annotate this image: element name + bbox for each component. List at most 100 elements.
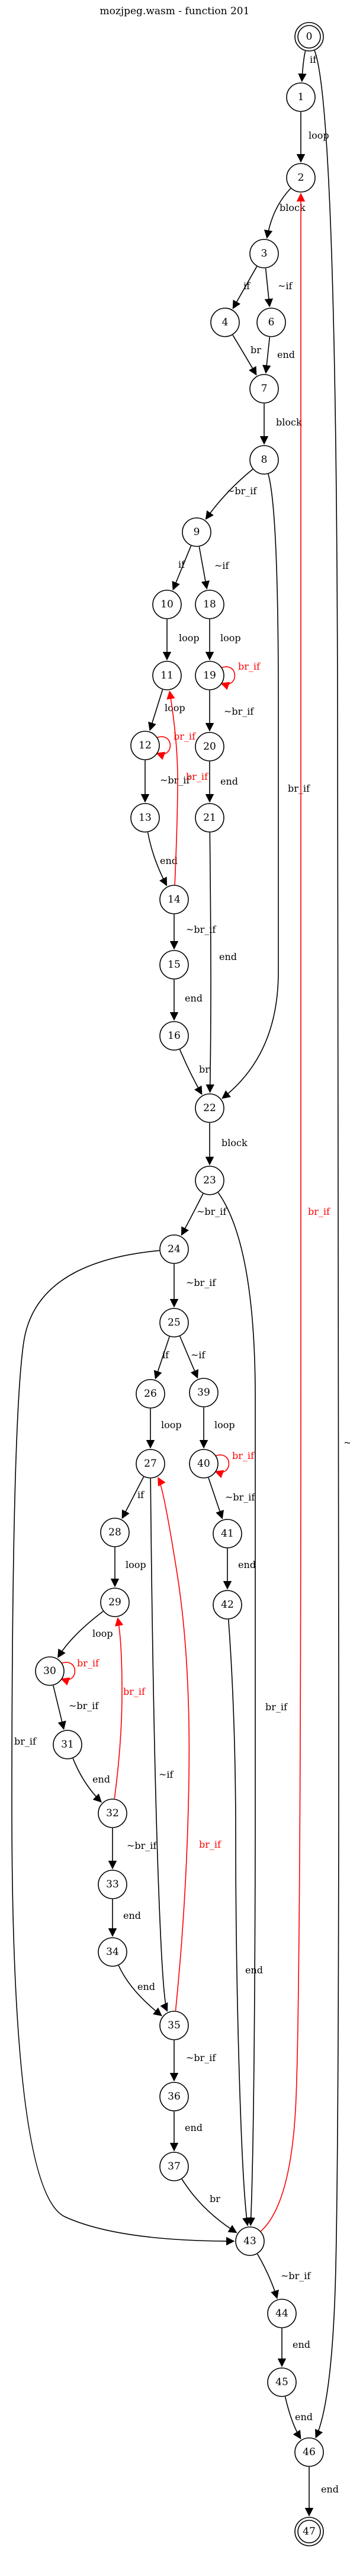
edge-22-to-23: block bbox=[205, 1123, 248, 1166]
edge-15-to-16: end bbox=[169, 980, 203, 1021]
edge-line bbox=[228, 1619, 251, 2226]
edge-label: if bbox=[243, 280, 251, 292]
node-39: 39 bbox=[189, 1378, 219, 1407]
node-circle bbox=[189, 1449, 219, 1479]
node-11: 11 bbox=[152, 661, 182, 690]
edge-27-to-35: ~if bbox=[150, 1478, 174, 2012]
node-circle bbox=[267, 2299, 297, 2328]
edge-label: br bbox=[251, 344, 261, 356]
node-31: 31 bbox=[53, 1730, 82, 1759]
edge-16-to-22: br bbox=[179, 1049, 210, 1095]
edge-label: ~if bbox=[191, 1349, 206, 1361]
node-45: 45 bbox=[267, 2367, 297, 2397]
edge-label: ~if bbox=[278, 280, 293, 292]
edge-line bbox=[147, 832, 168, 887]
node-label: 27 bbox=[144, 1458, 157, 1470]
node-circle bbox=[159, 2152, 189, 2181]
node-label: 16 bbox=[168, 1030, 181, 1042]
node-label: 43 bbox=[243, 2235, 256, 2247]
node-circle bbox=[136, 1379, 165, 1409]
node-41: 41 bbox=[213, 1519, 242, 1548]
edge-label: block bbox=[221, 1137, 248, 1148]
edge-line bbox=[172, 545, 192, 591]
node-label: 37 bbox=[168, 2161, 181, 2172]
edge-line bbox=[208, 1477, 224, 1519]
node-label: 28 bbox=[108, 1527, 121, 1538]
node-19: 19 bbox=[195, 661, 224, 690]
node-16: 16 bbox=[159, 1021, 189, 1051]
edge-label: end bbox=[293, 2339, 310, 2350]
node-circle bbox=[53, 1730, 82, 1759]
node-circle bbox=[98, 1799, 127, 1828]
edge-line bbox=[179, 1336, 199, 1379]
edge-19-to-20: ~br_if bbox=[205, 690, 254, 732]
edge-label: block bbox=[280, 202, 306, 213]
edge-44-to-45: end bbox=[277, 2328, 310, 2367]
node-24: 24 bbox=[159, 1234, 189, 1264]
edge-label: ~br_if bbox=[186, 1277, 216, 1288]
edge-label: if bbox=[178, 559, 185, 570]
node-6: 6 bbox=[256, 308, 286, 337]
edge-label: loop bbox=[179, 632, 200, 644]
edge-label: ~br_if bbox=[227, 485, 257, 497]
edge-8-to-9: ~br_if bbox=[205, 469, 257, 520]
node-20: 20 bbox=[195, 732, 224, 761]
edge-line bbox=[314, 50, 339, 2439]
node-circle bbox=[159, 885, 189, 914]
node-label: 23 bbox=[203, 1175, 216, 1186]
node-circle bbox=[159, 1021, 189, 1051]
node-label: 42 bbox=[221, 1599, 234, 1611]
node-label: 10 bbox=[160, 599, 174, 610]
edge-24-to-43: br_if bbox=[11, 1250, 235, 2246]
node-label: 35 bbox=[168, 2020, 181, 2031]
node-label: 40 bbox=[197, 1458, 210, 1470]
edge-label: br_if bbox=[238, 661, 261, 672]
node-label: 24 bbox=[168, 1243, 181, 1255]
node-10: 10 bbox=[152, 590, 182, 619]
edge-line bbox=[198, 546, 210, 590]
edge-18-to-19: loop bbox=[205, 619, 241, 661]
edge-label: end bbox=[295, 2411, 313, 2423]
node-15: 15 bbox=[159, 950, 189, 980]
edge-label: ~br_if bbox=[160, 775, 190, 786]
edge-line bbox=[298, 50, 307, 82]
edge-12-to-13: ~br_if bbox=[140, 760, 190, 803]
node-25: 25 bbox=[159, 1308, 189, 1337]
edge-label: br_if bbox=[174, 731, 196, 742]
node-36: 36 bbox=[159, 2082, 189, 2111]
edge-label: br_if bbox=[199, 1839, 221, 1850]
node-circle bbox=[235, 2226, 265, 2256]
node-8: 8 bbox=[249, 445, 279, 475]
node-circle bbox=[195, 1093, 224, 1123]
edge-label: loop bbox=[165, 702, 185, 713]
edge-label: ~br_if bbox=[186, 2052, 216, 2063]
node-circle bbox=[195, 661, 224, 690]
edge-line bbox=[181, 1193, 204, 1236]
node-label: 47 bbox=[303, 2526, 316, 2537]
edge-21-to-22: end bbox=[205, 832, 237, 1093]
edge-label: ~br_if bbox=[281, 2270, 311, 2281]
node-47: 47 bbox=[294, 2517, 324, 2546]
edge-line bbox=[153, 1336, 170, 1380]
edge-9-to-18: ~if bbox=[198, 546, 230, 590]
edge-7-to-8: block bbox=[259, 404, 302, 445]
edge-33-to-34: end bbox=[108, 1899, 141, 1937]
node-label: 3 bbox=[261, 248, 268, 260]
node-circle bbox=[182, 517, 211, 547]
edge-19-to-19: br_if bbox=[220, 661, 261, 690]
edge-11-to-12: loop bbox=[148, 689, 185, 731]
edge-line bbox=[148, 689, 163, 731]
node-label: 9 bbox=[194, 526, 200, 538]
node-label: 25 bbox=[168, 1317, 181, 1329]
node-2: 2 bbox=[286, 163, 316, 193]
node-label: 18 bbox=[203, 599, 216, 610]
edge-label: if bbox=[310, 54, 317, 65]
node-label: 21 bbox=[203, 812, 216, 824]
edge-line bbox=[264, 268, 274, 308]
edge-12-to-12: br_if bbox=[156, 731, 196, 760]
node-label: 39 bbox=[197, 1387, 210, 1399]
edge-35-to-36: ~br_if bbox=[169, 2040, 216, 2082]
node-circle bbox=[159, 2011, 189, 2040]
node-label: 20 bbox=[203, 741, 216, 753]
